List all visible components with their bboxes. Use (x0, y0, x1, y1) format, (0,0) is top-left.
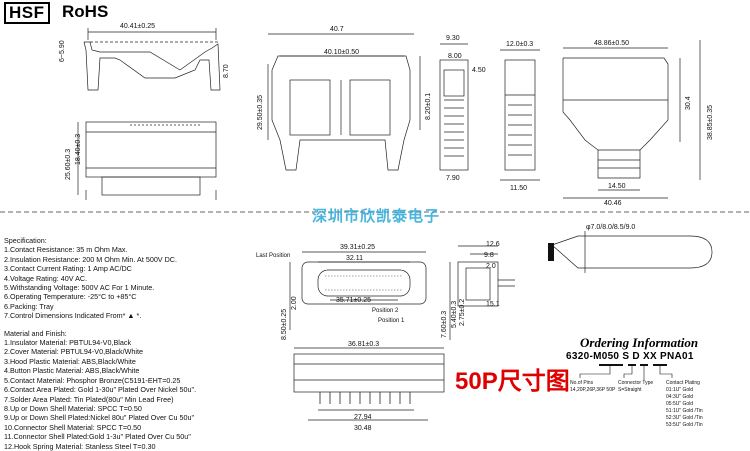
dim-v7-c: 35.71±0.25 (336, 297, 371, 304)
spec-item: 1.Contact Resistance: 35 m Ohm Max. (4, 245, 128, 255)
dim-v8-d: 15.1 (486, 301, 500, 308)
dim-v6-a: 48.86±0.50 (594, 40, 629, 47)
material-item: 8.Up or Down Shell Material: SPCC T=0.50 (4, 403, 142, 413)
ordering-part-number: 6320-M050 S D XX PNA01 (566, 351, 694, 362)
view-plan-left (77, 121, 217, 200)
hood-plug-end (548, 243, 554, 261)
material-item: 5.Contact Material: Phosphor Bronze(C519… (4, 375, 181, 385)
view-connector-bottom (293, 347, 445, 421)
dim-v8-c: 2.0 (486, 263, 496, 270)
material-title: Material and Finish: (4, 328, 67, 338)
dim-v6-c: 38.85±0.35 (707, 105, 714, 140)
ordering-type: S=Straight (618, 387, 642, 393)
ordering-plating-title: Contact Plating (666, 380, 700, 386)
ordering-underlines (599, 364, 667, 366)
dim-v7-d: 8.50±0.25 (281, 309, 288, 340)
ordering-title: Ordering Information (580, 335, 699, 350)
dim-v5-a: 12.0±0.3 (506, 41, 533, 48)
dim-v4-b: 8.00 (448, 53, 462, 60)
label-last-position: Last Position (256, 253, 290, 259)
material-item: 10.Connector Shell Material: SPCC T=0.50 (4, 422, 142, 432)
dim-v2-depth: 25.60±0.3 (65, 149, 72, 180)
ordering-plating-5: 53:5U" Gold /Tin (666, 422, 703, 428)
view-top-left (83, 28, 221, 91)
material-item: 1.Insulator Material: PBTUL94-V0,Black (4, 338, 132, 348)
material-item: 2.Cover Material: PBTUL94-V0,Black/White (4, 347, 144, 357)
spec-item: 2.Insulation Resistance: 200 M Ohm Min. … (4, 254, 177, 264)
ordering-plating-3: 51:1U" Gold /Tin (666, 408, 703, 414)
dim-v8-e: 7.60±0.3 (441, 311, 448, 338)
dim-v7-a: 39.31±0.25 (340, 244, 375, 251)
size-label: 50P尺寸图 (455, 368, 570, 395)
label-position-2: Position 2 (372, 308, 399, 314)
view-front (267, 33, 421, 171)
dim-v3-h1: 8.20±0.1 (425, 93, 432, 120)
dim-v9-a: 36.81±0.3 (348, 341, 379, 348)
spec-item: 6.Operating Temperature: -25°C to +85°C (4, 292, 137, 302)
material-item: 12.Hook Spring Material: Stanless Steel … (4, 441, 156, 451)
dim-v6-e: 40.46 (604, 200, 622, 207)
ordering-pins-title: No.of Pins (570, 380, 594, 386)
material-item: 9.Up or Down Shell Plated:Nickel 80u" Pl… (4, 413, 195, 423)
ordering-plating-0: 01:1U" Gold (666, 387, 693, 393)
dim-v8-a: 12.6 (486, 241, 500, 248)
view-side-profile (500, 49, 540, 181)
ordering-pins: 14,20P,26P,36P 50P (570, 387, 616, 393)
watermark-text: 深圳市欣凯泰电子 (312, 208, 441, 225)
dim-v7-b: 32.11 (346, 255, 363, 262)
material-item: 7.Solder Area Plated: Tin Plated(80u" Mi… (4, 394, 174, 404)
spec-item: 4.Voltage Rating: 40V AC. (4, 273, 88, 283)
dim-v9-b: 27.94 (354, 414, 372, 421)
dim-v1-h1: 6~5.90 (59, 40, 66, 62)
material-item: 4.Button Plastic Material: ABS,Black/Whi… (4, 366, 140, 376)
drawing-sheet: 40.41±0.25 6~5.90 8.70 25.60±0.3 18.40±0… (0, 23, 750, 432)
label-position-1: Position 1 (378, 318, 405, 324)
dim-v10-phi: φ7.0/8.0/8.5/9.0 (586, 224, 635, 231)
dim-v2-depth2: 18.40±0.3 (75, 134, 82, 165)
dim-v6-b: 30.4 (685, 96, 692, 110)
dim-v4-d: 7.90 (446, 175, 460, 182)
material-item: 3.Hood Plastic Material: ABS,Black/White (4, 356, 136, 366)
ordering-type-title: Connector Type (618, 380, 653, 386)
view-connector-side (449, 245, 515, 340)
dim-v8-f: 5.40±0.3 (451, 301, 458, 328)
view-connector-face (289, 251, 427, 330)
view-side-narrow (439, 43, 469, 171)
view-hood-back (562, 40, 701, 199)
spec-item: 5.Withstanding Voltage: 500V AC For 1 Mi… (4, 283, 155, 293)
specification-block: Specification: 1.Contact Resistance: 35 … (4, 236, 299, 451)
dim-v8-g: 2.75±0.2 (459, 299, 466, 326)
dim-v4-a: 9.30 (446, 35, 460, 42)
ordering-plating-2: 05:5U" Gold (666, 401, 693, 407)
dim-v6-d: 14.50 (608, 183, 626, 190)
dim-v1-width: 40.41±0.25 (120, 23, 155, 30)
view-hood-outline (551, 231, 713, 273)
dim-v5-b: 11.50 (510, 185, 527, 192)
rohs-mark: RoHS (62, 2, 109, 21)
brand-logo: HSF (4, 2, 50, 24)
dim-v7-e: 2.00 (291, 296, 298, 310)
dim-v3-h2: 29.50±0.35 (257, 95, 264, 130)
dim-v4-c: 4.50 (472, 67, 486, 74)
dim-v9-c: 30.48 (354, 425, 372, 432)
ordering-plating-4: 52:3U" Gold /Tin (666, 415, 703, 421)
ordering-plating-1: 04:3U" Gold (666, 394, 693, 400)
spec-title: Specification: (4, 236, 47, 245)
dim-v8-b: 9.8 (484, 252, 494, 259)
spec-item: 7.Control Dimensions Indicated From* ▲ *… (4, 311, 142, 321)
material-item: 6.Contact Area Plated: Gold 1-30u" Plate… (4, 385, 197, 395)
dim-v3-w2: 40.10±0.50 (324, 49, 359, 56)
dim-v3-w1: 40.7 (330, 26, 344, 33)
spec-item: 6.Packing: Tray (4, 301, 54, 311)
dim-v1-h2: 8.70 (223, 64, 230, 78)
spec-item: 3.Contact Current Rating: 1 Amp AC/DC (4, 264, 132, 274)
